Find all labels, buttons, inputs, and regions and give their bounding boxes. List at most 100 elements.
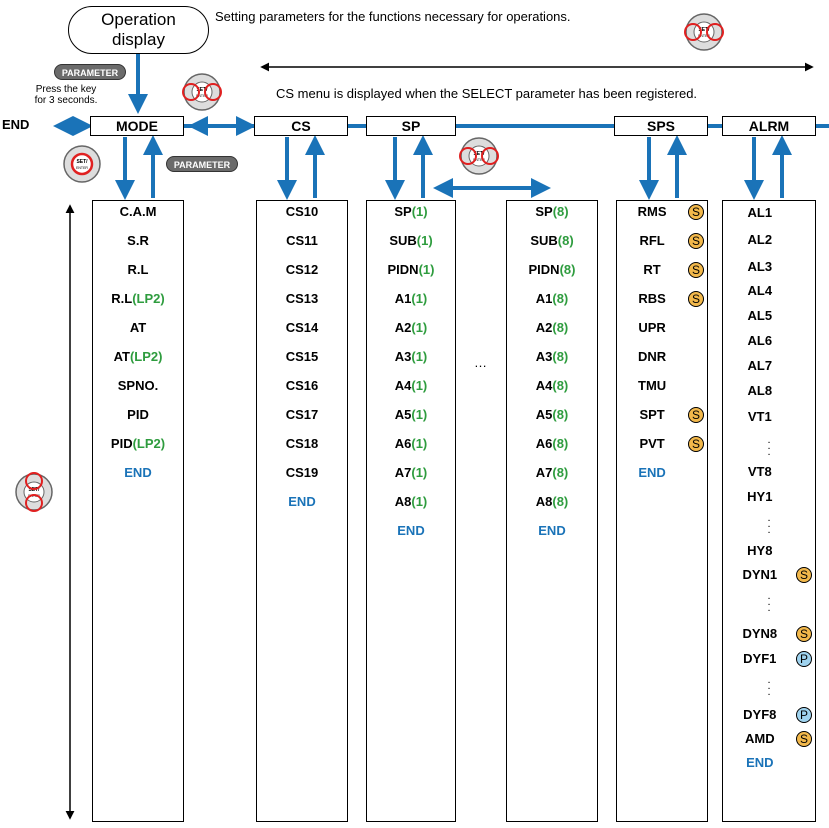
press-key-line2: for 3 seconds.: [34, 95, 98, 106]
item-loop-suffix: (1): [411, 407, 428, 422]
set-enter-dial-icon-top[interactable]: SET/ ENTER: [684, 12, 724, 52]
item-label: PID: [110, 436, 133, 451]
list-item: CS14: [285, 320, 319, 335]
svg-text:ENTER: ENTER: [473, 158, 485, 162]
item-label: AL6: [747, 333, 773, 348]
list-item: DYF8: [723, 707, 797, 722]
list-item: A8(1): [367, 494, 455, 509]
item-label: SPNO.: [117, 378, 159, 393]
item-label: A6: [535, 436, 553, 451]
set-enter-dial-icon-lr[interactable]: SET/ ENTER: [182, 72, 222, 112]
menu-sps[interactable]: SPS: [614, 116, 708, 136]
menu-cs[interactable]: CS: [254, 116, 348, 136]
item-label: DNR: [638, 349, 667, 364]
sp1-column: SP(1)SUB(1)PIDN(1)A1(1)A2(1)A3(1)A4(1)A5…: [366, 200, 456, 822]
list-item: PIDN(1): [367, 262, 455, 277]
list-item: PIDN(8): [507, 262, 597, 277]
set-enter-dial-icon-sp[interactable]: SET/ ENTER: [459, 136, 499, 176]
item-loop-suffix: (1): [411, 378, 428, 393]
item-label: A5: [394, 407, 412, 422]
list-item: RMS: [617, 204, 687, 219]
item-label: RBS: [638, 291, 666, 306]
set-enter-dial-icon-ud[interactable]: SET/ ENTER: [14, 472, 54, 512]
item-label: RT: [643, 262, 661, 277]
end-item: END: [124, 465, 152, 480]
badge-s-icon: S: [796, 731, 812, 747]
item-loop-suffix: (1): [411, 494, 428, 509]
list-item: AL6: [723, 333, 797, 348]
list-item: SUB(8): [507, 233, 597, 248]
set-enter-center-icon[interactable]: SET/ ENTER: [62, 144, 102, 184]
item-loop-suffix: (8): [552, 349, 569, 364]
item-loop-suffix: (LP2): [132, 436, 166, 451]
list-item: A3(1): [367, 349, 455, 364]
menu-sp[interactable]: SP: [366, 116, 456, 136]
badge-s-icon: S: [688, 436, 704, 452]
end-item: END: [746, 755, 774, 770]
item-label: UPR: [638, 320, 666, 335]
item-label: A2: [535, 320, 553, 335]
list-item: VT1: [723, 409, 797, 424]
item-label: HY1: [747, 489, 773, 504]
item-label: A4: [535, 378, 553, 393]
menu-alrm[interactable]: ALRM: [722, 116, 816, 136]
item-label: PID: [127, 407, 149, 422]
cs-menu-note: CS menu is displayed when the SELECT par…: [276, 86, 698, 101]
badge-s-icon: S: [688, 204, 704, 220]
parameter-button[interactable]: PARAMETER: [54, 64, 126, 80]
item-label: DYF8: [743, 707, 777, 722]
item-loop-suffix: (8): [552, 320, 569, 335]
list-item: CS12: [285, 262, 319, 277]
badge-s-icon: S: [688, 407, 704, 423]
list-item: CS15: [285, 349, 319, 364]
list-item: AL8: [723, 383, 797, 398]
item-label: VT1: [747, 409, 772, 424]
item-loop-suffix: (8): [552, 436, 569, 451]
list-item: A1(1): [367, 291, 455, 306]
item-label: SUB: [530, 233, 558, 248]
end-item: END: [638, 465, 666, 480]
menu-mode[interactable]: MODE: [90, 116, 184, 136]
item-label: AL7: [747, 358, 773, 373]
item-label: A1: [394, 291, 412, 306]
list-item: A1(8): [507, 291, 597, 306]
svg-text:ENTER: ENTER: [196, 94, 208, 98]
list-item: RT: [617, 262, 687, 277]
item-label: SP: [535, 204, 553, 219]
item-loop-suffix: (8): [552, 204, 569, 219]
list-item: S.R: [93, 233, 183, 248]
list-item: HY8: [723, 543, 797, 558]
item-loop-suffix: (1): [411, 349, 428, 364]
item-label: A4: [394, 378, 412, 393]
item-label: DYN8: [742, 626, 778, 641]
list-item: SP(8): [507, 204, 597, 219]
item-label: A7: [394, 465, 412, 480]
item-label: A1: [535, 291, 553, 306]
list-item: A2(1): [367, 320, 455, 335]
list-item: A3(8): [507, 349, 597, 364]
item-label: PIDN: [528, 262, 560, 277]
list-item: SPNO.: [93, 378, 183, 393]
item-label: HY8: [747, 543, 773, 558]
item-label: SPT: [639, 407, 665, 422]
item-label: AT: [113, 349, 130, 364]
vertical-ellipsis: ...: [767, 434, 771, 458]
item-label: R.L: [127, 262, 149, 277]
badge-s-icon: S: [688, 262, 704, 278]
parameter-button-mode[interactable]: PARAMETER: [166, 156, 238, 172]
list-item: AL2: [723, 232, 797, 247]
item-label: PVT: [639, 436, 665, 451]
end-left-label: END: [2, 117, 30, 132]
item-label: AL2: [747, 232, 773, 247]
list-item: R.L: [93, 262, 183, 277]
item-label: AT: [129, 320, 147, 335]
item-label: VT8: [747, 464, 772, 479]
svg-text:SET/: SET/: [473, 151, 485, 157]
list-item: A6(1): [367, 436, 455, 451]
item-label: A2: [394, 320, 412, 335]
sp8-column: SP(8)SUB(8)PIDN(8)A1(8)A2(8)A3(8)A4(8)A5…: [506, 200, 598, 822]
list-item: UPR: [617, 320, 687, 335]
